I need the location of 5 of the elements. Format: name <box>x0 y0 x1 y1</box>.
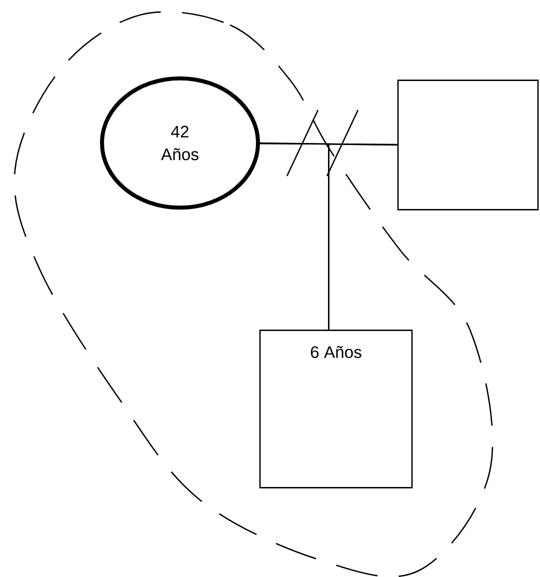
child-line <box>328 143 398 330</box>
person-box <box>397 80 539 210</box>
partner-line <box>260 142 398 146</box>
person-box <box>259 330 413 488</box>
age-label: 6 Años <box>310 346 362 358</box>
